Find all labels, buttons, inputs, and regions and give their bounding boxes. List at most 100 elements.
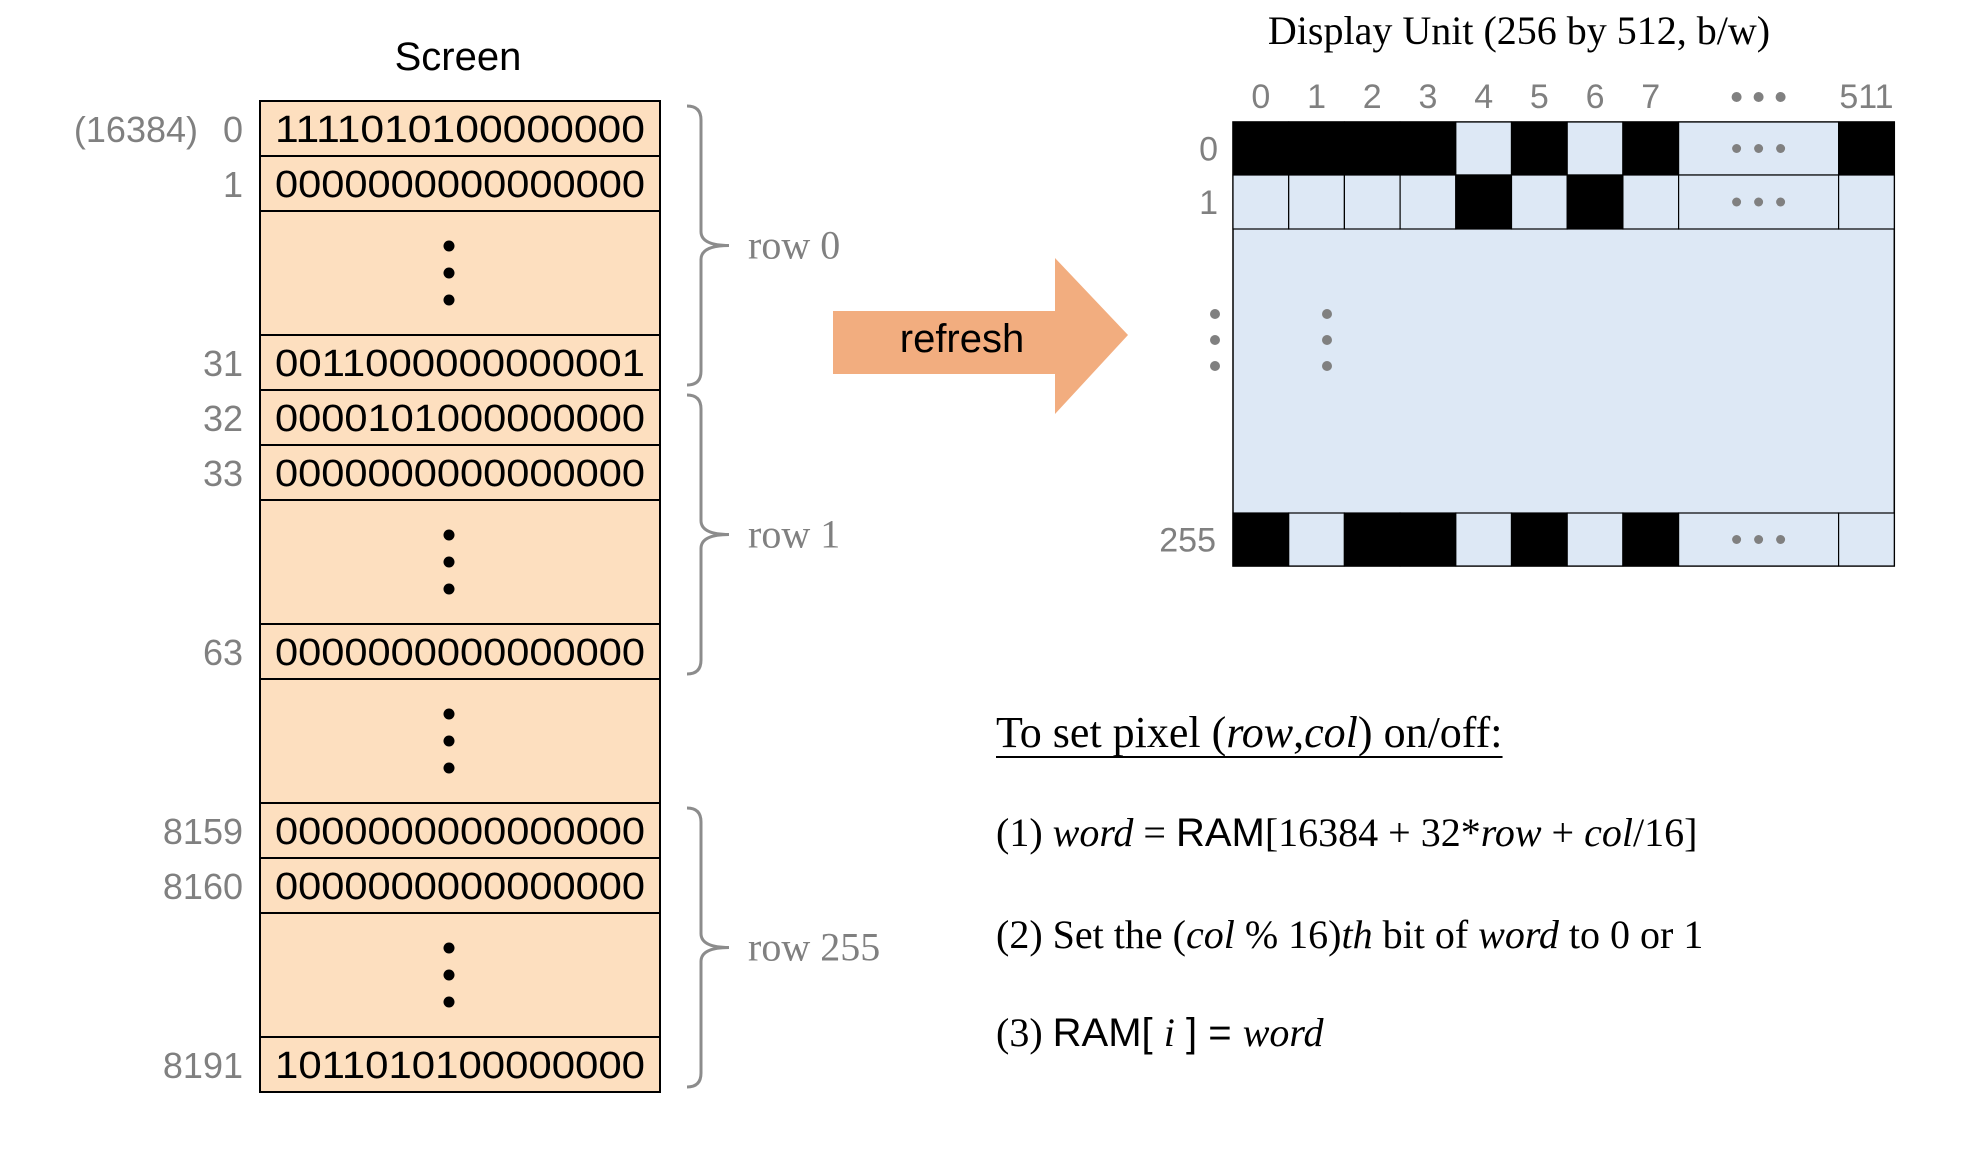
pixel-cell [1343, 121, 1401, 176]
memory-cell [259, 499, 661, 625]
display-pixel-row: 1 [1199, 174, 1895, 230]
display-column-label: 6 [1586, 78, 1605, 116]
ellipsis-dot [443, 240, 455, 252]
memory-cell [259, 334, 661, 391]
ellipsis-dot [443, 556, 455, 568]
pixel-cell [1510, 174, 1568, 230]
instruction-step-3: (3) RAM[ i ] = word [996, 1010, 1324, 1055]
pixel-cell [1622, 174, 1680, 230]
memory-address-label: 63 [203, 632, 243, 673]
pixel-cell [1288, 174, 1345, 230]
row-ellipsis-dot [1776, 535, 1786, 544]
display-column-label: 5 [1530, 78, 1549, 116]
display-row-label: 0 [1199, 131, 1218, 169]
memory-word-bits: 0011000000000001 [275, 343, 645, 385]
memory-ellipsis [259, 499, 661, 625]
display-row-label: 255 [1159, 522, 1216, 560]
memory-address-label: 0 [223, 109, 243, 150]
display-row-label: 1 [1199, 184, 1218, 222]
pixel-cell-last [1837, 174, 1895, 230]
display-pixel-row: 0 [1199, 121, 1895, 176]
display-ellipsis-dot [1322, 309, 1332, 319]
row-ellipsis-dot [1754, 144, 1764, 153]
memory-cell [259, 912, 661, 1038]
display-ellipsis-dot [1210, 309, 1220, 319]
pixel-cell [1399, 512, 1457, 567]
memory-cell [259, 678, 661, 804]
row-ellipsis-dot [1732, 144, 1742, 153]
memory-address-label: 8160 [163, 866, 243, 907]
arrow-label: refresh [900, 317, 1025, 361]
memory-address-label: 1 [223, 164, 243, 205]
row-ellipsis-dot [1776, 144, 1786, 153]
row-brace: row 255 [686, 806, 880, 1089]
memory-ellipsis [259, 210, 661, 336]
memory-word: 1011010100000000 8191 [163, 1036, 661, 1093]
memory-cell [259, 1036, 661, 1093]
brace-path [686, 393, 730, 676]
row-brace-label: row 0 [748, 223, 840, 268]
memory-word-bits: 1111010100000000 [275, 109, 645, 151]
display-title: Display Unit (256 by 512, b/w) [1268, 8, 1770, 53]
pixel-cell [1232, 121, 1290, 176]
ellipsis-dot [443, 996, 455, 1008]
display-pixel-row: 255 [1159, 512, 1895, 567]
ellipsis-dot [443, 294, 455, 306]
row-ellipsis-dot [1732, 197, 1742, 207]
pixel-cell [1566, 121, 1624, 176]
ellipsis-dot [443, 942, 455, 954]
pixel-cell [1343, 174, 1401, 230]
pixel-cell [1455, 121, 1513, 176]
row-braces: row 0 row 1 row 255 [686, 104, 880, 1089]
pixel-cell [1343, 512, 1401, 567]
memory-address-label: 8191 [163, 1045, 243, 1086]
pixel-cell [1399, 174, 1457, 230]
display-column-label: 2 [1363, 78, 1382, 116]
display-ellipsis-dot [1322, 361, 1332, 371]
column-ellipsis-dot [1753, 92, 1764, 102]
memory-word-bits: 1011010100000000 [275, 1045, 645, 1087]
pixel-cell-last [1837, 512, 1895, 567]
pixel-cell [1455, 174, 1513, 230]
memory-word: 0000000000000000 8160 [163, 857, 661, 914]
ellipsis-dot [443, 267, 455, 279]
display-column-label: 1 [1307, 78, 1326, 116]
pixel-cell [1288, 512, 1345, 567]
brace-path [686, 104, 730, 387]
memory-address-label: 33 [203, 453, 243, 494]
pixel-cell [1510, 512, 1568, 567]
memory-word-bits: 0000000000000000 [275, 866, 645, 908]
display-ellipsis-dot [1210, 361, 1220, 371]
ellipsis-dot [443, 708, 455, 720]
display-column-label: 7 [1641, 78, 1660, 116]
ellipsis-dot [443, 529, 455, 541]
memory-address-label: 8159 [163, 811, 243, 852]
row-brace: row 0 [686, 104, 840, 387]
row-brace-label: row 1 [748, 512, 840, 557]
memory-cell [259, 857, 661, 914]
ellipsis-dot [443, 969, 455, 981]
screen-memory: Screen (16384) 1111010100000000000000000… [74, 35, 880, 1093]
memory-cell [259, 389, 661, 446]
memory-address-label: 31 [203, 343, 243, 384]
pixel-cell [1232, 174, 1290, 230]
column-ellipsis-dot [1775, 92, 1786, 102]
pixel-cell [1622, 121, 1680, 176]
ellipsis-dot [443, 583, 455, 595]
display-column-label: 4 [1474, 78, 1493, 116]
pixel-cell [1510, 121, 1568, 176]
row-ellipsis-dot [1776, 197, 1786, 207]
pixel-cell-last [1837, 121, 1895, 176]
memory-cells: 1111010100000000000000000000000001001100… [163, 100, 661, 1093]
memory-cell [259, 100, 661, 157]
row-ellipsis-dot [1754, 197, 1764, 207]
memory-cell [259, 623, 661, 680]
